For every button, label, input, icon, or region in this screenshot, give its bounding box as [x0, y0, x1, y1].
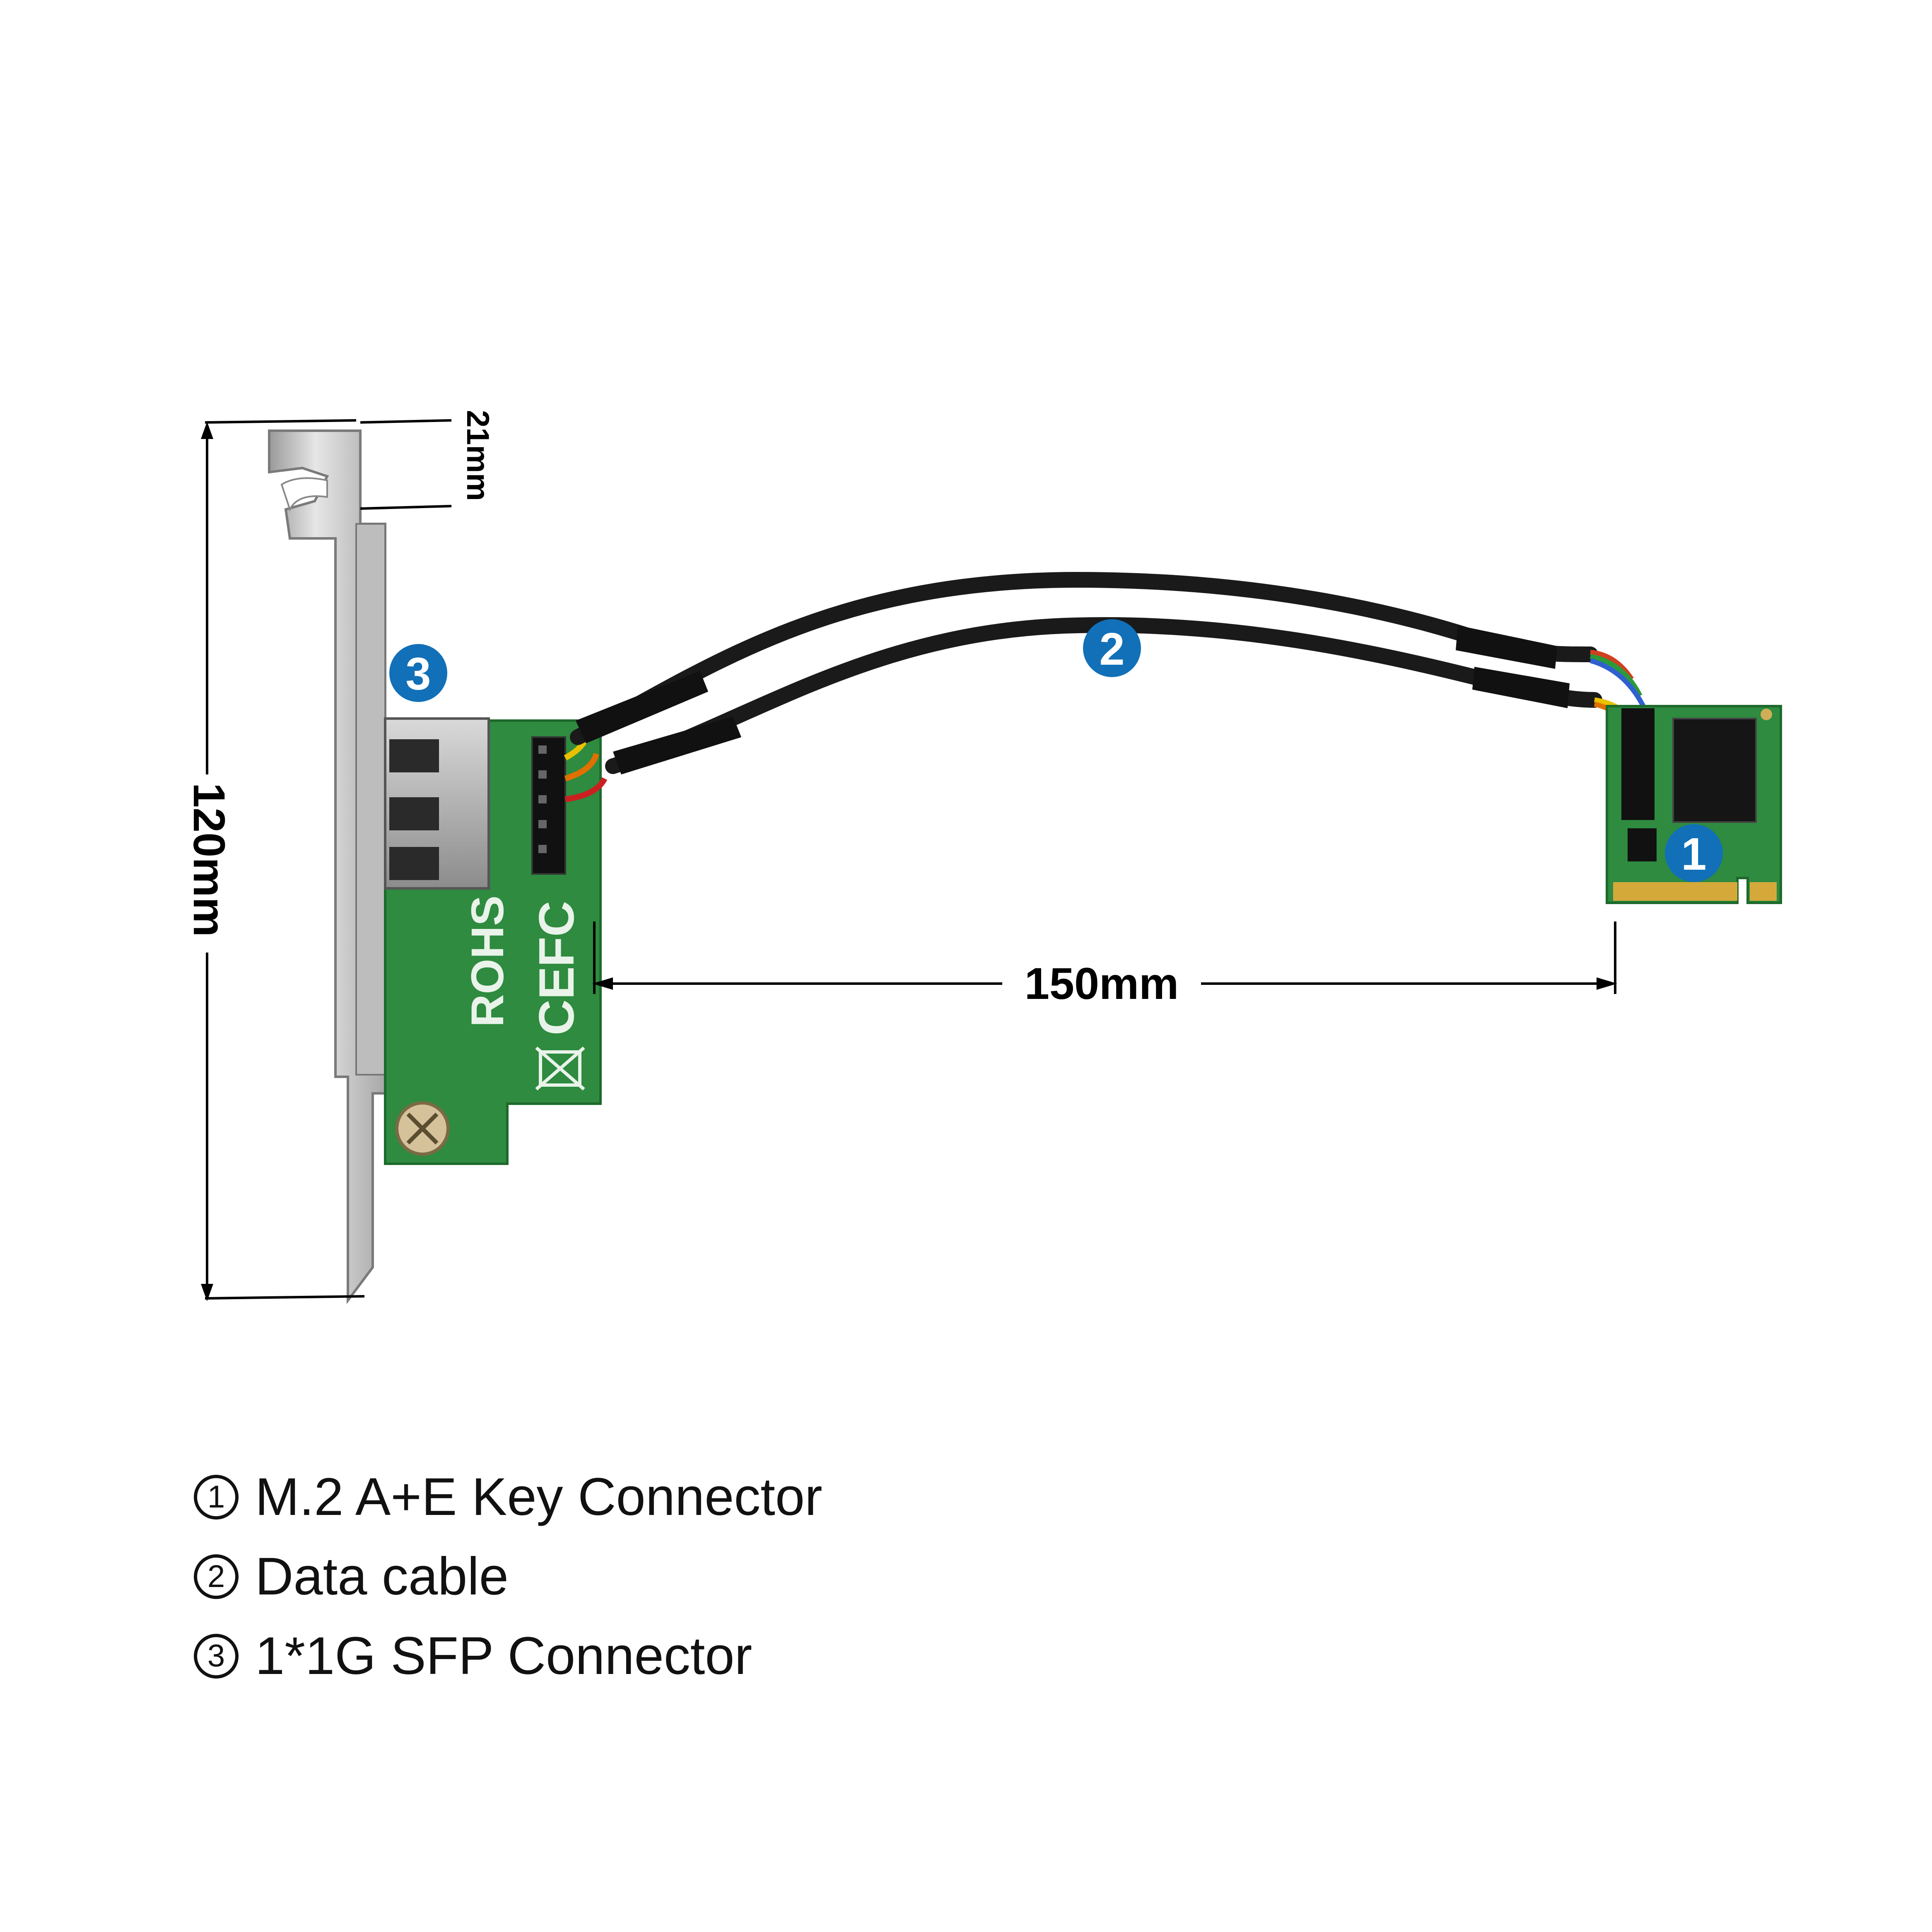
legend-item: 2 Data cable: [194, 1546, 822, 1608]
dimension-tab: 21mm: [360, 410, 495, 510]
legend: 1 M.2 A+E Key Connector 2 Data cable 3 1…: [194, 1466, 822, 1705]
rohs-marking: ROHS: [462, 895, 513, 1027]
legend-text: Data cable: [255, 1547, 509, 1606]
ce-marking: CE: [529, 966, 584, 1035]
m2-chip: [1672, 718, 1757, 823]
legend-text: M.2 A+E Key Connector: [255, 1467, 822, 1527]
pci-bracket: [268, 429, 386, 1304]
callout-badge-2: 2: [1083, 619, 1141, 677]
legend-text: 1*1G SFP Connector: [255, 1626, 753, 1686]
data-cable: [570, 572, 1649, 774]
svg-text:1: 1: [1681, 829, 1706, 880]
callout-badge-1: 1: [1665, 824, 1723, 882]
legend-item: 3 1*1G SFP Connector: [194, 1625, 822, 1687]
weee-bin-icon: [535, 1046, 585, 1091]
legend-number: 1: [194, 1475, 239, 1520]
legend-item: 1 M.2 A+E Key Connector: [194, 1466, 822, 1528]
callout-badge-3: 3: [389, 644, 447, 702]
dimension-tab-label: 21mm: [460, 410, 495, 501]
fc-marking: FC: [529, 901, 584, 967]
svg-text:3: 3: [405, 649, 431, 699]
dimension-height-label: 120mm: [184, 783, 234, 937]
svg-text:2: 2: [1099, 624, 1124, 675]
dimension-height: 120mm: [184, 419, 365, 1301]
pin-header: [531, 736, 566, 875]
legend-number: 3: [194, 1634, 239, 1679]
pcie-breakout-board: ROHS CE FC: [384, 717, 608, 1165]
m2-card: [1606, 705, 1782, 904]
dimension-cable: 150mm: [592, 921, 1617, 1008]
m2-gold-contacts: [1613, 882, 1737, 901]
dimension-cable-label: 150mm: [1025, 958, 1179, 1008]
legend-number: 2: [194, 1554, 239, 1599]
